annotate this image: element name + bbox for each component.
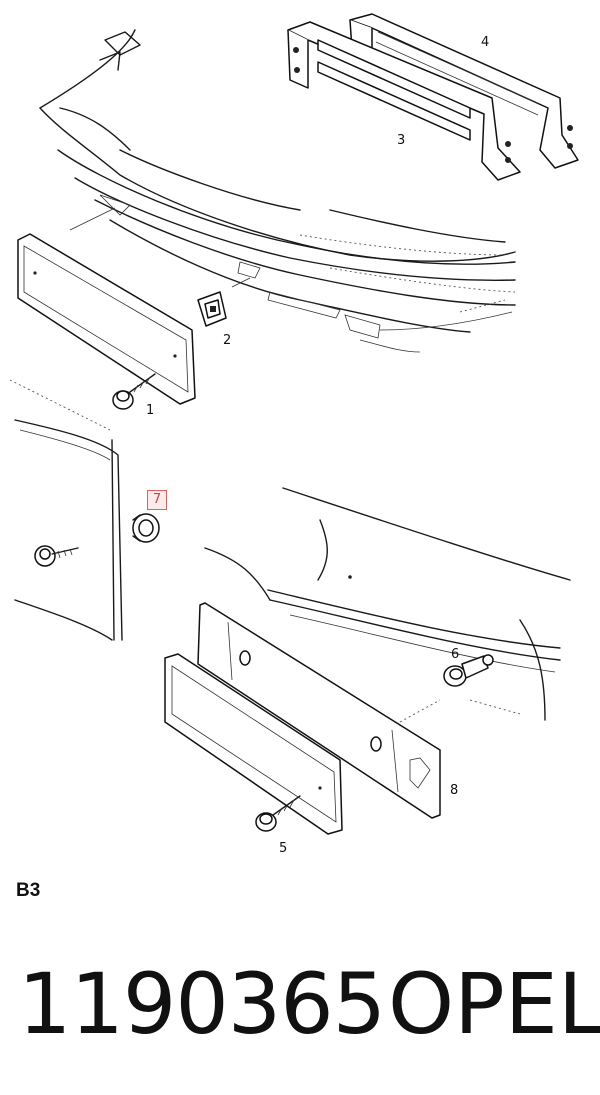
callout-8: 8: [450, 783, 458, 798]
callout-5: 5: [279, 841, 287, 856]
callout-1: 1: [146, 403, 154, 418]
screw-5: [255, 795, 301, 832]
section-code: B3: [16, 880, 41, 901]
callout-2: 2: [223, 333, 231, 348]
push-pin-6: [443, 654, 494, 687]
side-panel-drawing: [9, 379, 123, 641]
clip-7: [132, 513, 160, 543]
part-number: 1190365: [18, 955, 386, 1053]
exploded-parts-diagram: 1 2 3 4 5 6 8: [9, 13, 579, 856]
rear-panel-drawing: [204, 487, 571, 723]
callout-4: 4: [481, 35, 489, 50]
brand-name: OPEL: [388, 955, 600, 1053]
callout-3: 3: [397, 133, 405, 148]
lower-plate-frame: [164, 653, 343, 835]
front-bumper-drawing: [39, 29, 516, 353]
clip-2: [197, 291, 227, 327]
callout-7-highlighted[interactable]: 7: [147, 490, 167, 510]
upper-plate-frame: [17, 233, 196, 405]
callout-6: 6: [451, 647, 459, 662]
screw-1: [112, 373, 156, 410]
screw-clip-left: [34, 545, 79, 567]
bumper-bracket-3: [287, 21, 573, 181]
plate-mount-8: [197, 602, 441, 819]
